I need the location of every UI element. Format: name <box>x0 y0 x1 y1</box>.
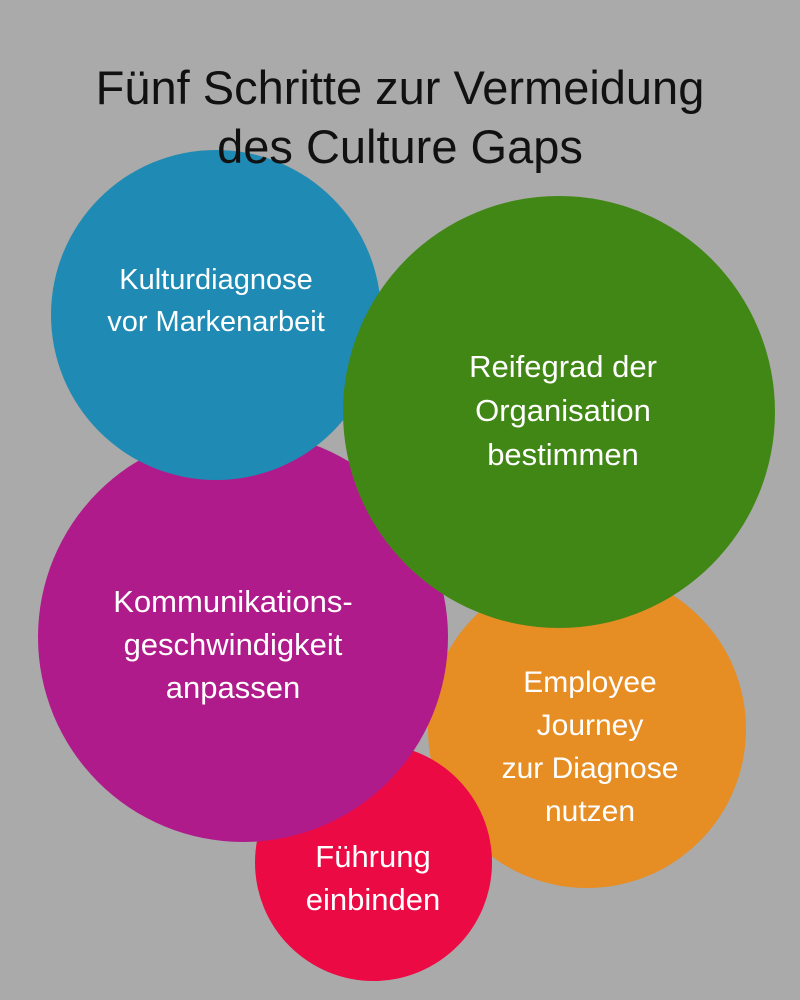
step-label-line: einbinden <box>305 882 441 917</box>
step-circle-kulturdiagnose <box>51 150 381 480</box>
step-label-fuehrung: Führung einbinden <box>306 835 440 921</box>
step-label-line: nutzen <box>544 795 636 828</box>
step-label-reifegrad: Reifegrad der Organisation bestimmen <box>469 345 657 477</box>
step-circle-reifegrad <box>343 196 775 628</box>
step-label-line: Kulturdiagnose <box>119 264 313 296</box>
title-line-2: des Culture Gaps <box>217 120 583 173</box>
step-label-line: geschwindigkeit <box>123 627 343 662</box>
infographic-title: Fünf Schritte zur Vermeidung des Culture… <box>0 58 800 176</box>
step-label-line: Employee <box>523 666 657 699</box>
step-label-kulturdiagnose: Kulturdiagnose vor Markenarbeit <box>107 259 325 343</box>
step-label-kommunikation: Kommunikations- geschwindigkeit anpassen <box>113 580 352 709</box>
step-label-line: Führung <box>315 839 431 874</box>
step-label-line: Kommunikations- <box>113 584 353 619</box>
step-label-line: anpassen <box>165 670 301 705</box>
step-label-line: Journey <box>536 709 644 742</box>
step-label-line: vor Markenarbeit <box>107 306 325 338</box>
step-label-employee-journey: Employee Journey zur Diagnose nutzen <box>502 661 679 833</box>
step-label-line: Organisation <box>475 393 651 428</box>
step-label-line: Reifegrad der <box>469 349 657 384</box>
title-line-1: Fünf Schritte zur Vermeidung <box>95 61 705 114</box>
step-label-line: bestimmen <box>487 437 639 472</box>
step-label-line: zur Diagnose <box>501 752 679 785</box>
